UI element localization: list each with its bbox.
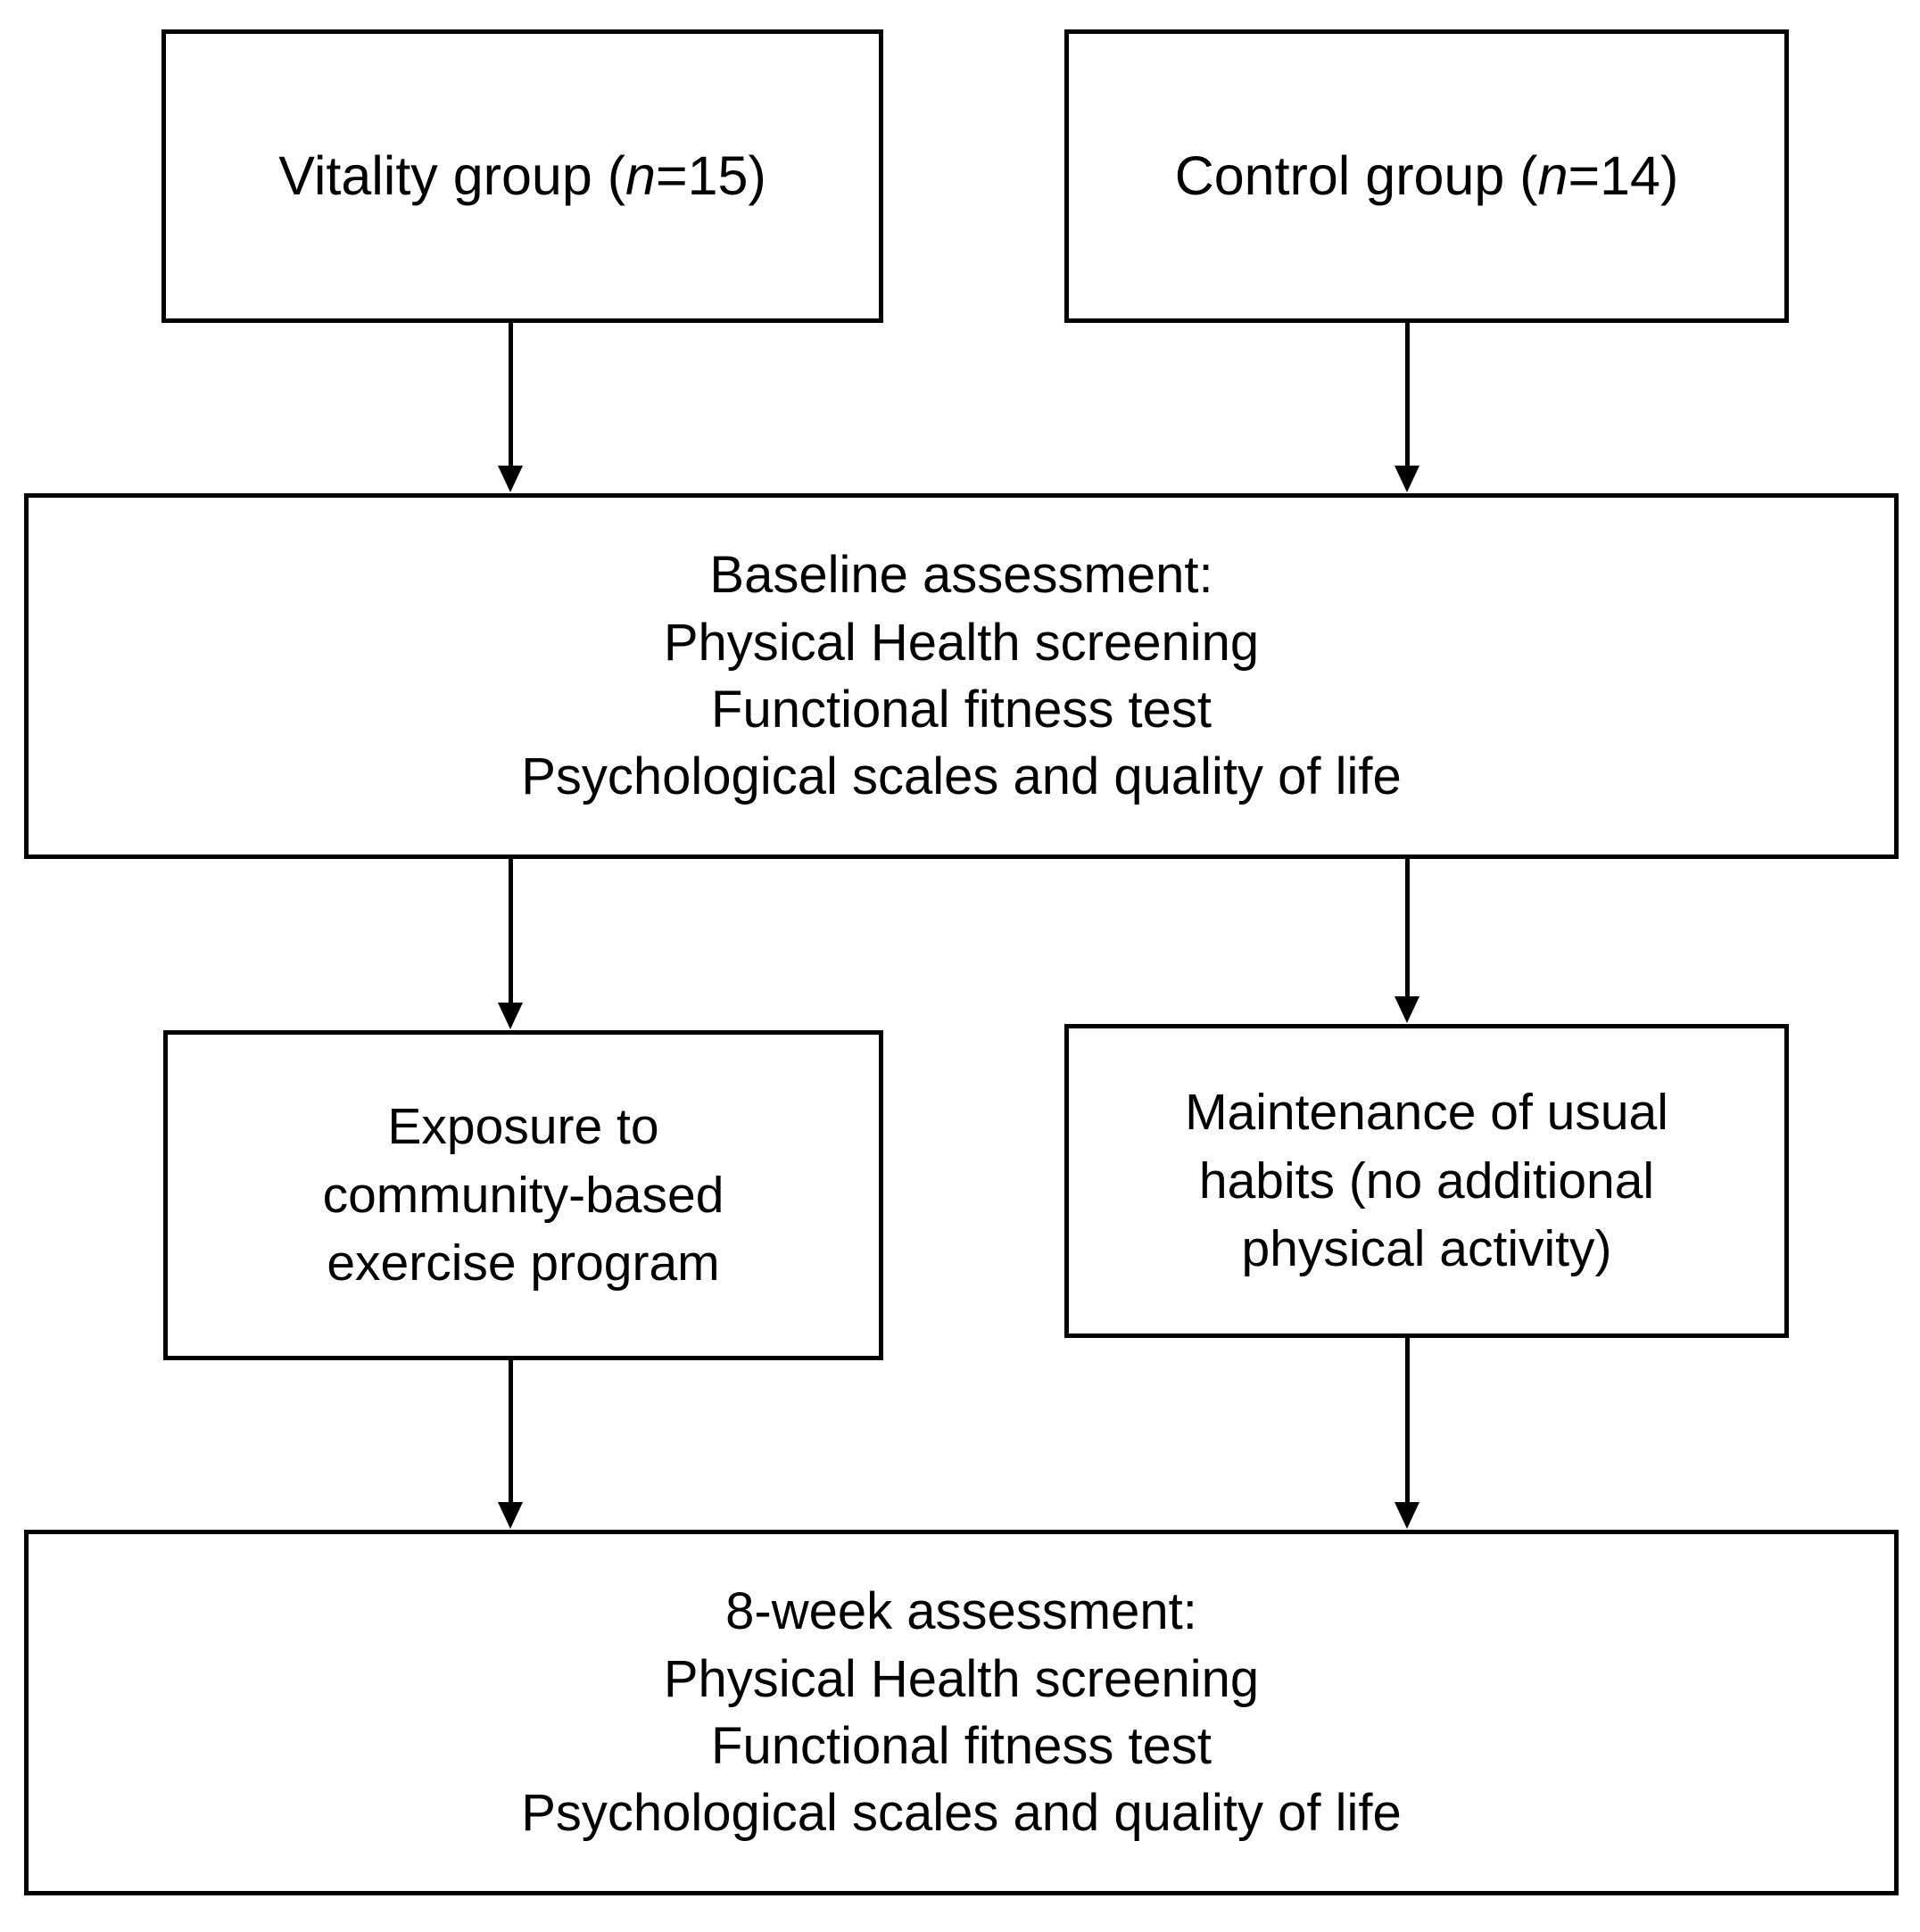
node-8-week-assessment: 8-week assessment: Physical Health scree…: [24, 1530, 1899, 1895]
arrow-shaft: [1405, 323, 1410, 470]
node-8-week-assessment-line-1: 8-week assessment:: [725, 1582, 1197, 1641]
node-exposure-line-2: community-based: [322, 1166, 724, 1224]
arrow-head-icon: [498, 1003, 523, 1029]
node-8-week-assessment-line-2: Physical Health screening: [663, 1649, 1260, 1708]
node-baseline-assessment-line-2: Physical Health screening: [663, 613, 1260, 672]
node-vitality-group: Vitality group (n=15): [161, 29, 883, 323]
node-baseline-assessment-line-3: Functional fitness test: [711, 681, 1212, 739]
arrow-shaft: [509, 859, 513, 1007]
arrow-shaft: [1405, 1338, 1410, 1507]
arrow-head-icon: [1394, 1502, 1419, 1529]
italic-n: n: [1537, 144, 1568, 206]
node-baseline-assessment-line-1: Baseline assessment:: [709, 546, 1213, 605]
arrow-shaft: [509, 323, 513, 470]
node-exposure-line-1: Exposure to: [387, 1098, 659, 1156]
arrow-head-icon: [498, 1502, 523, 1529]
node-maintenance-of-usual-habits: Maintenance of usual habits (no addition…: [1064, 1024, 1789, 1338]
arrow-shaft: [509, 1360, 513, 1507]
node-control-group: Control group (n=14): [1064, 29, 1789, 323]
arrow-head-icon: [1394, 996, 1419, 1023]
arrow-shaft: [1405, 859, 1410, 1001]
node-maintenance-line-2: habits (no additional: [1198, 1152, 1655, 1210]
node-8-week-assessment-line-4: Psychological scales and quality of life: [521, 1784, 1402, 1843]
italic-n: n: [625, 144, 656, 206]
node-exposure-line-3: exercise program: [327, 1234, 720, 1292]
node-baseline-assessment: Baseline assessment: Physical Health scr…: [24, 493, 1899, 859]
node-vitality-group-line-1: Vitality group (n=15): [278, 144, 766, 206]
arrow-head-icon: [498, 466, 523, 492]
node-maintenance-line-1: Maintenance of usual: [1185, 1084, 1668, 1142]
node-control-group-line-1: Control group (n=14): [1174, 144, 1679, 206]
node-exposure-to-exercise-program: Exposure to community-based exercise pro…: [163, 1030, 883, 1360]
node-maintenance-line-3: physical activity): [1241, 1220, 1612, 1278]
node-baseline-assessment-line-4: Psychological scales and quality of life: [521, 747, 1402, 806]
node-8-week-assessment-line-3: Functional fitness test: [711, 1717, 1212, 1775]
arrow-head-icon: [1394, 466, 1419, 492]
